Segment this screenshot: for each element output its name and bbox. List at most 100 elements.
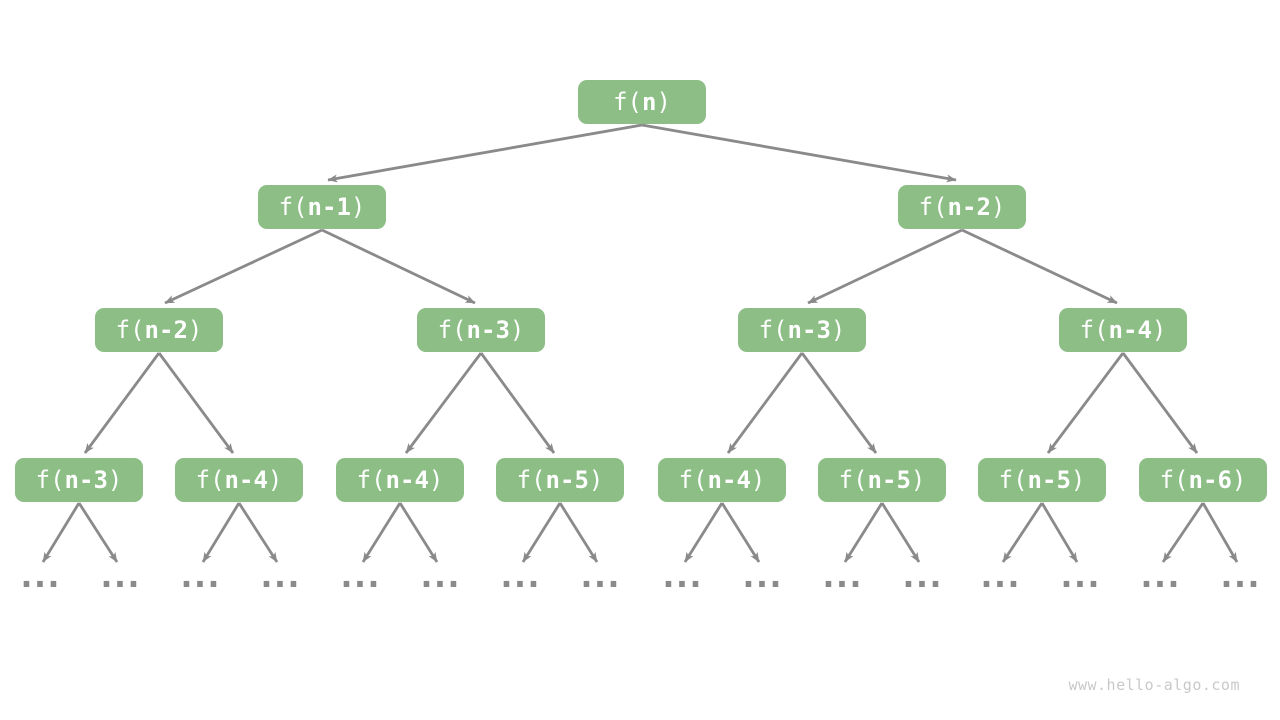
node-label-argument: n-5 — [545, 466, 589, 494]
edge-arrow — [961, 228, 1118, 305]
edge-arrow — [843, 502, 884, 563]
edge-arrow — [720, 502, 761, 563]
node-label-suffix: ) — [656, 88, 671, 116]
edge-arrow — [1040, 502, 1079, 563]
node-label-argument: n-3 — [787, 316, 831, 344]
node-label-argument: n-5 — [1027, 466, 1071, 494]
node-label-suffix: ) — [588, 466, 604, 494]
edge-arrow — [683, 502, 724, 563]
ellipsis-leaf: ... — [96, 556, 143, 596]
edge-arrow — [327, 123, 643, 183]
ellipsis-leaf: ... — [658, 556, 705, 596]
node-label-prefix: f( — [115, 316, 145, 344]
edge-group — [41, 123, 1239, 563]
node-label-prefix: f( — [758, 316, 788, 344]
node-label-argument: n-4 — [707, 466, 751, 494]
edge-arrow — [726, 352, 804, 454]
tree-node: f(n-5) — [496, 458, 624, 502]
tree-node: f(n-2) — [898, 185, 1026, 229]
node-label-argument: n-4 — [1108, 316, 1152, 344]
node-label-argument: n-6 — [1188, 466, 1232, 494]
edge-arrow — [77, 502, 119, 563]
node-label-suffix: ) — [509, 316, 525, 344]
edge-arrow — [157, 352, 235, 454]
node-label-prefix: f( — [998, 466, 1028, 494]
edge-arrow — [479, 352, 556, 454]
edge-arrow — [164, 228, 323, 305]
tree-node: f(n-4) — [175, 458, 303, 502]
node-label-argument: n-2 — [144, 316, 188, 344]
edge-arrow — [641, 123, 957, 183]
watermark: www.hello-algo.com — [1068, 676, 1240, 694]
ellipsis-leaf: ... — [898, 556, 945, 596]
node-label-prefix: f( — [516, 466, 546, 494]
edge-arrow — [398, 502, 439, 563]
edge-arrow — [41, 502, 81, 563]
tree-node: f(n) — [578, 80, 706, 124]
edge-arrow — [1201, 502, 1239, 563]
node-label-prefix: f( — [1079, 316, 1109, 344]
node-label-prefix: f( — [437, 316, 467, 344]
node-label-argument: n-3 — [64, 466, 108, 494]
ellipsis-leaf: ... — [1216, 556, 1263, 596]
node-label-argument: n-4 — [385, 466, 429, 494]
node-label-prefix: f( — [1159, 466, 1189, 494]
node-label-suffix: ) — [350, 193, 366, 221]
node-label-suffix: ) — [267, 466, 283, 494]
node-label-argument: n-5 — [867, 466, 911, 494]
edge-arrow — [807, 228, 963, 305]
edge-arrow — [201, 502, 241, 563]
ellipsis-leaf: ... — [16, 556, 63, 596]
tree-node: f(n-3) — [738, 308, 866, 352]
node-label-prefix: f( — [278, 193, 308, 221]
node-label-suffix: ) — [1231, 466, 1247, 494]
ellipsis-leaf: ... — [1136, 556, 1183, 596]
node-label-prefix: f( — [195, 466, 225, 494]
tree-node: f(n-4) — [336, 458, 464, 502]
node-label-suffix: ) — [428, 466, 444, 494]
ellipsis-leaf: ... — [336, 556, 383, 596]
node-label-suffix: ) — [107, 466, 123, 494]
tree-node: f(n-3) — [417, 308, 545, 352]
ellipsis-leaf: ... — [576, 556, 623, 596]
ellipsis-leaf: ... — [176, 556, 223, 596]
edge-arrow — [1161, 502, 1205, 563]
edge-arrow — [361, 502, 402, 563]
tree-node: f(n-5) — [978, 458, 1106, 502]
tree-node: f(n-4) — [1059, 308, 1187, 352]
node-label-prefix: f( — [613, 88, 642, 116]
edge-arrow — [1046, 352, 1125, 454]
node-label-argument: n-2 — [947, 193, 991, 221]
ellipsis-leaf: ... — [976, 556, 1023, 596]
node-label-suffix: ) — [750, 466, 766, 494]
node-label-prefix: f( — [356, 466, 386, 494]
ellipsis-leaf: ... — [1056, 556, 1103, 596]
node-label-argument: n — [642, 88, 657, 116]
edge-arrow — [558, 502, 599, 563]
node-label-suffix: ) — [830, 316, 846, 344]
edge-arrow — [404, 352, 483, 454]
tree-node: f(n-1) — [258, 185, 386, 229]
node-label-prefix: f( — [838, 466, 868, 494]
node-label-suffix: ) — [1070, 466, 1086, 494]
tree-node: f(n-3) — [15, 458, 143, 502]
node-label-prefix: f( — [678, 466, 708, 494]
node-label-prefix: f( — [918, 193, 948, 221]
node-label-suffix: ) — [910, 466, 926, 494]
edge-arrow — [83, 352, 161, 454]
edge-arrow — [1121, 352, 1199, 454]
edge-arrow — [237, 502, 279, 563]
ellipsis-leaf: ... — [738, 556, 785, 596]
edge-arrow — [1001, 502, 1044, 563]
ellipsis-leaf: ... — [818, 556, 865, 596]
edge-arrow — [521, 502, 562, 563]
edge-arrow — [800, 352, 878, 454]
node-label-suffix: ) — [187, 316, 203, 344]
ellipsis-leaf: ... — [416, 556, 463, 596]
node-label-argument: n-3 — [466, 316, 510, 344]
tree-node: f(n-6) — [1139, 458, 1267, 502]
edge-arrow — [880, 502, 921, 563]
node-label-argument: n-1 — [307, 193, 351, 221]
